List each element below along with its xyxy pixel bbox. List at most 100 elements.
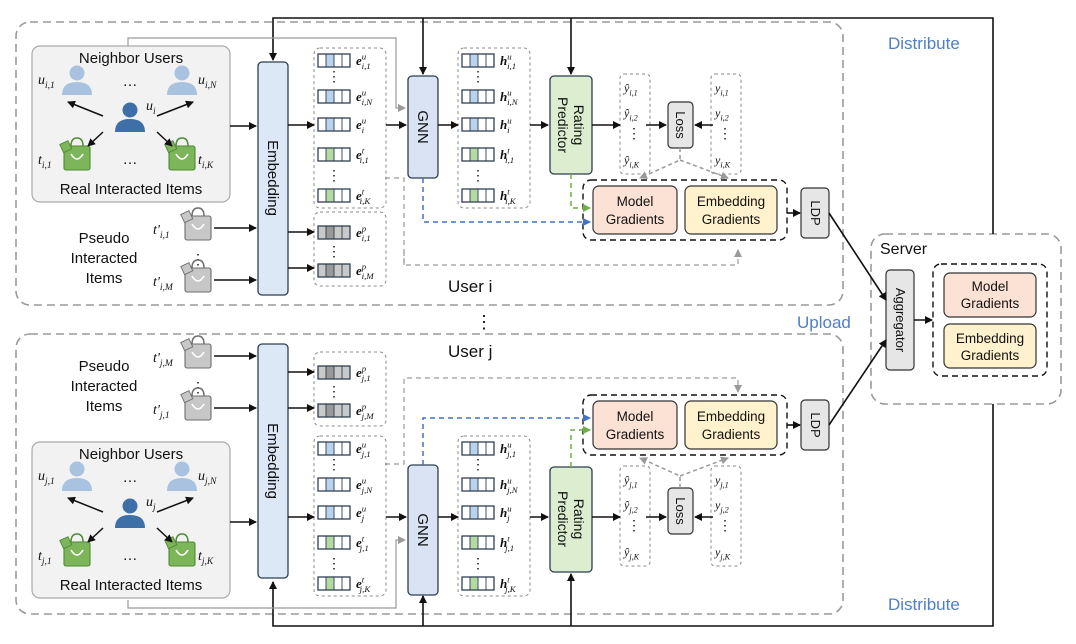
- embedding-gradients-i-l1: Embedding: [697, 194, 765, 209]
- user-i-item-last-label: ti,K: [198, 153, 214, 171]
- user-j-hidden-vector-2: [461, 505, 495, 520]
- user-i-emb-vector-2: [317, 117, 351, 132]
- user-j-edge-user-item1: [87, 527, 104, 543]
- user-i-neighbor-ellipsis: …: [123, 73, 138, 90]
- user-j-truth-label-0: yj,1: [714, 473, 729, 490]
- gnn-label-j: GNN: [414, 513, 431, 546]
- user-i-item-first-icon: [59, 137, 91, 171]
- real-items-label-j: Real Interacted Items: [60, 577, 203, 594]
- pseudo-gradient-feedback: [385, 177, 742, 465]
- user-i-pseudo-first-label: t'i,1: [153, 223, 170, 241]
- user-j-pseudo-label-1: Interacted: [71, 378, 138, 395]
- user-j-pseudo-item-first-icon: [180, 335, 212, 369]
- user-i-edge-user-item1: [87, 131, 104, 147]
- embedding-gradients-j: [684, 400, 778, 450]
- user-i-pseudo-emb-ellipsis: ⋮: [327, 243, 341, 259]
- user-i-pred-label-2: ŷi,K: [623, 153, 640, 170]
- server-model-gradients-l2: Gradients: [961, 296, 1020, 311]
- user-j-item-last-label: tj,K: [198, 549, 214, 567]
- user-i-truth-column: [710, 73, 742, 175]
- user-j-center-user-icon: [115, 498, 145, 528]
- user-j-hidden-vector-3: [461, 535, 495, 550]
- user-i-loss-to-emb-grad: [679, 159, 729, 180]
- model-gradients-j: [592, 400, 678, 450]
- user-i-neighbor-user-first-icon: [62, 65, 92, 95]
- user-i-pseudo-item-first-icon: [180, 207, 212, 241]
- user-i-label: User i: [448, 277, 492, 296]
- user-j-item-first-label: tj,1: [38, 549, 52, 567]
- user-i-pred-ellipsis: ⋮: [627, 125, 641, 141]
- user-j-center-user-label: uj: [146, 495, 156, 513]
- server-label: Server: [880, 241, 928, 258]
- user-j-hidden-column: [457, 435, 531, 597]
- user-j-pred-label-0: ŷj,1: [623, 473, 638, 490]
- client-gradients-group-i: [582, 179, 788, 241]
- user-i-loss-to-model-grad: [639, 148, 681, 179]
- user-i-center-user-label: ui: [146, 99, 156, 117]
- rating-predictor-label-i-2: Predictor: [555, 97, 571, 153]
- user-j-emb-column: [313, 435, 387, 597]
- model-gradients-i-l1: Model: [617, 194, 654, 209]
- embedding-gradients-j-l1: Embedding: [697, 409, 765, 424]
- user-i-truth-label-0: yi,1: [714, 81, 729, 98]
- user-j-pseudo-emb-vector-0: [317, 365, 351, 380]
- user-j-pred-ellipsis: ⋮: [627, 517, 641, 533]
- user-i-emb-vector-0: [317, 53, 351, 68]
- user-j-pseudo-item-last-icon: [180, 387, 212, 421]
- ldp-label-i: LDP: [808, 200, 823, 225]
- user-j-pseudo-first-label: t'j,M: [153, 351, 174, 369]
- embedding-gradients-j-l2: Gradients: [702, 427, 761, 442]
- upload-label: Upload: [797, 313, 851, 332]
- server-embedding-gradients-l2: Gradients: [961, 348, 1020, 363]
- user-i-pseudo-emb-vector-1: [317, 263, 351, 278]
- user-i-pseudo-ellipsis: ⋮: [191, 251, 205, 267]
- user-j-item-ellipsis: …: [123, 547, 138, 564]
- server-panel: [870, 233, 1062, 405]
- user-i-pseudo-label-2: Items: [86, 270, 123, 287]
- user-i-emb-ellipsis-2: ⋮: [327, 167, 341, 183]
- user-i-emb-vector-1: [317, 89, 351, 104]
- user-i-hidden-vector-4: [461, 188, 495, 203]
- embedding-block-j: [257, 343, 289, 579]
- neighbor-link-lines: [127, 37, 406, 609]
- user-j-hidden-vector-1: [461, 477, 495, 492]
- user-j-gnn-gradient-arrow: [422, 414, 591, 465]
- user-i-neighbor-last-label: ui,N: [198, 73, 217, 91]
- user-j-emb-vector-1: [317, 477, 351, 492]
- user-i-pseudo-label-1: Interacted: [71, 250, 138, 267]
- user-j-neighbor-first-label: uj,1: [38, 469, 55, 487]
- user-j-emb-vector-4: [317, 576, 351, 591]
- user-j-hidden-ellipsis-2: ⋮: [471, 555, 485, 571]
- user-j-hidden-vector-0: [461, 441, 495, 456]
- server-model-gradients-l1: Model: [972, 279, 1009, 294]
- user-j-neighbor-user-last-icon: [167, 461, 197, 491]
- distribute-label-bottom: Distribute: [888, 595, 960, 614]
- server-model-gradients: [943, 272, 1037, 318]
- ldp-label-j: LDP: [808, 412, 823, 437]
- user-j-item-first-icon: [59, 533, 91, 567]
- user-j-label: User j: [448, 342, 492, 361]
- user-i-pseudo-last-label: t'i,M: [153, 275, 174, 293]
- user-j-pseudo-label-2: Items: [86, 398, 123, 415]
- rating-predictor-label-j-2: Predictor: [555, 491, 571, 547]
- model-gradients-i-l2: Gradients: [606, 212, 665, 227]
- neighbor-users-label-j: Neighbor Users: [79, 446, 183, 463]
- distribute-lines-top: [269, 17, 994, 627]
- aggregator-label: Aggregator: [893, 288, 908, 353]
- user-j-loss-to-emb-grad: [679, 456, 729, 477]
- user-i-hidden-vector-3: [461, 147, 495, 162]
- model-gradients-j-l1: Model: [617, 409, 654, 424]
- between-users-ellipsis: ⋮: [475, 312, 493, 332]
